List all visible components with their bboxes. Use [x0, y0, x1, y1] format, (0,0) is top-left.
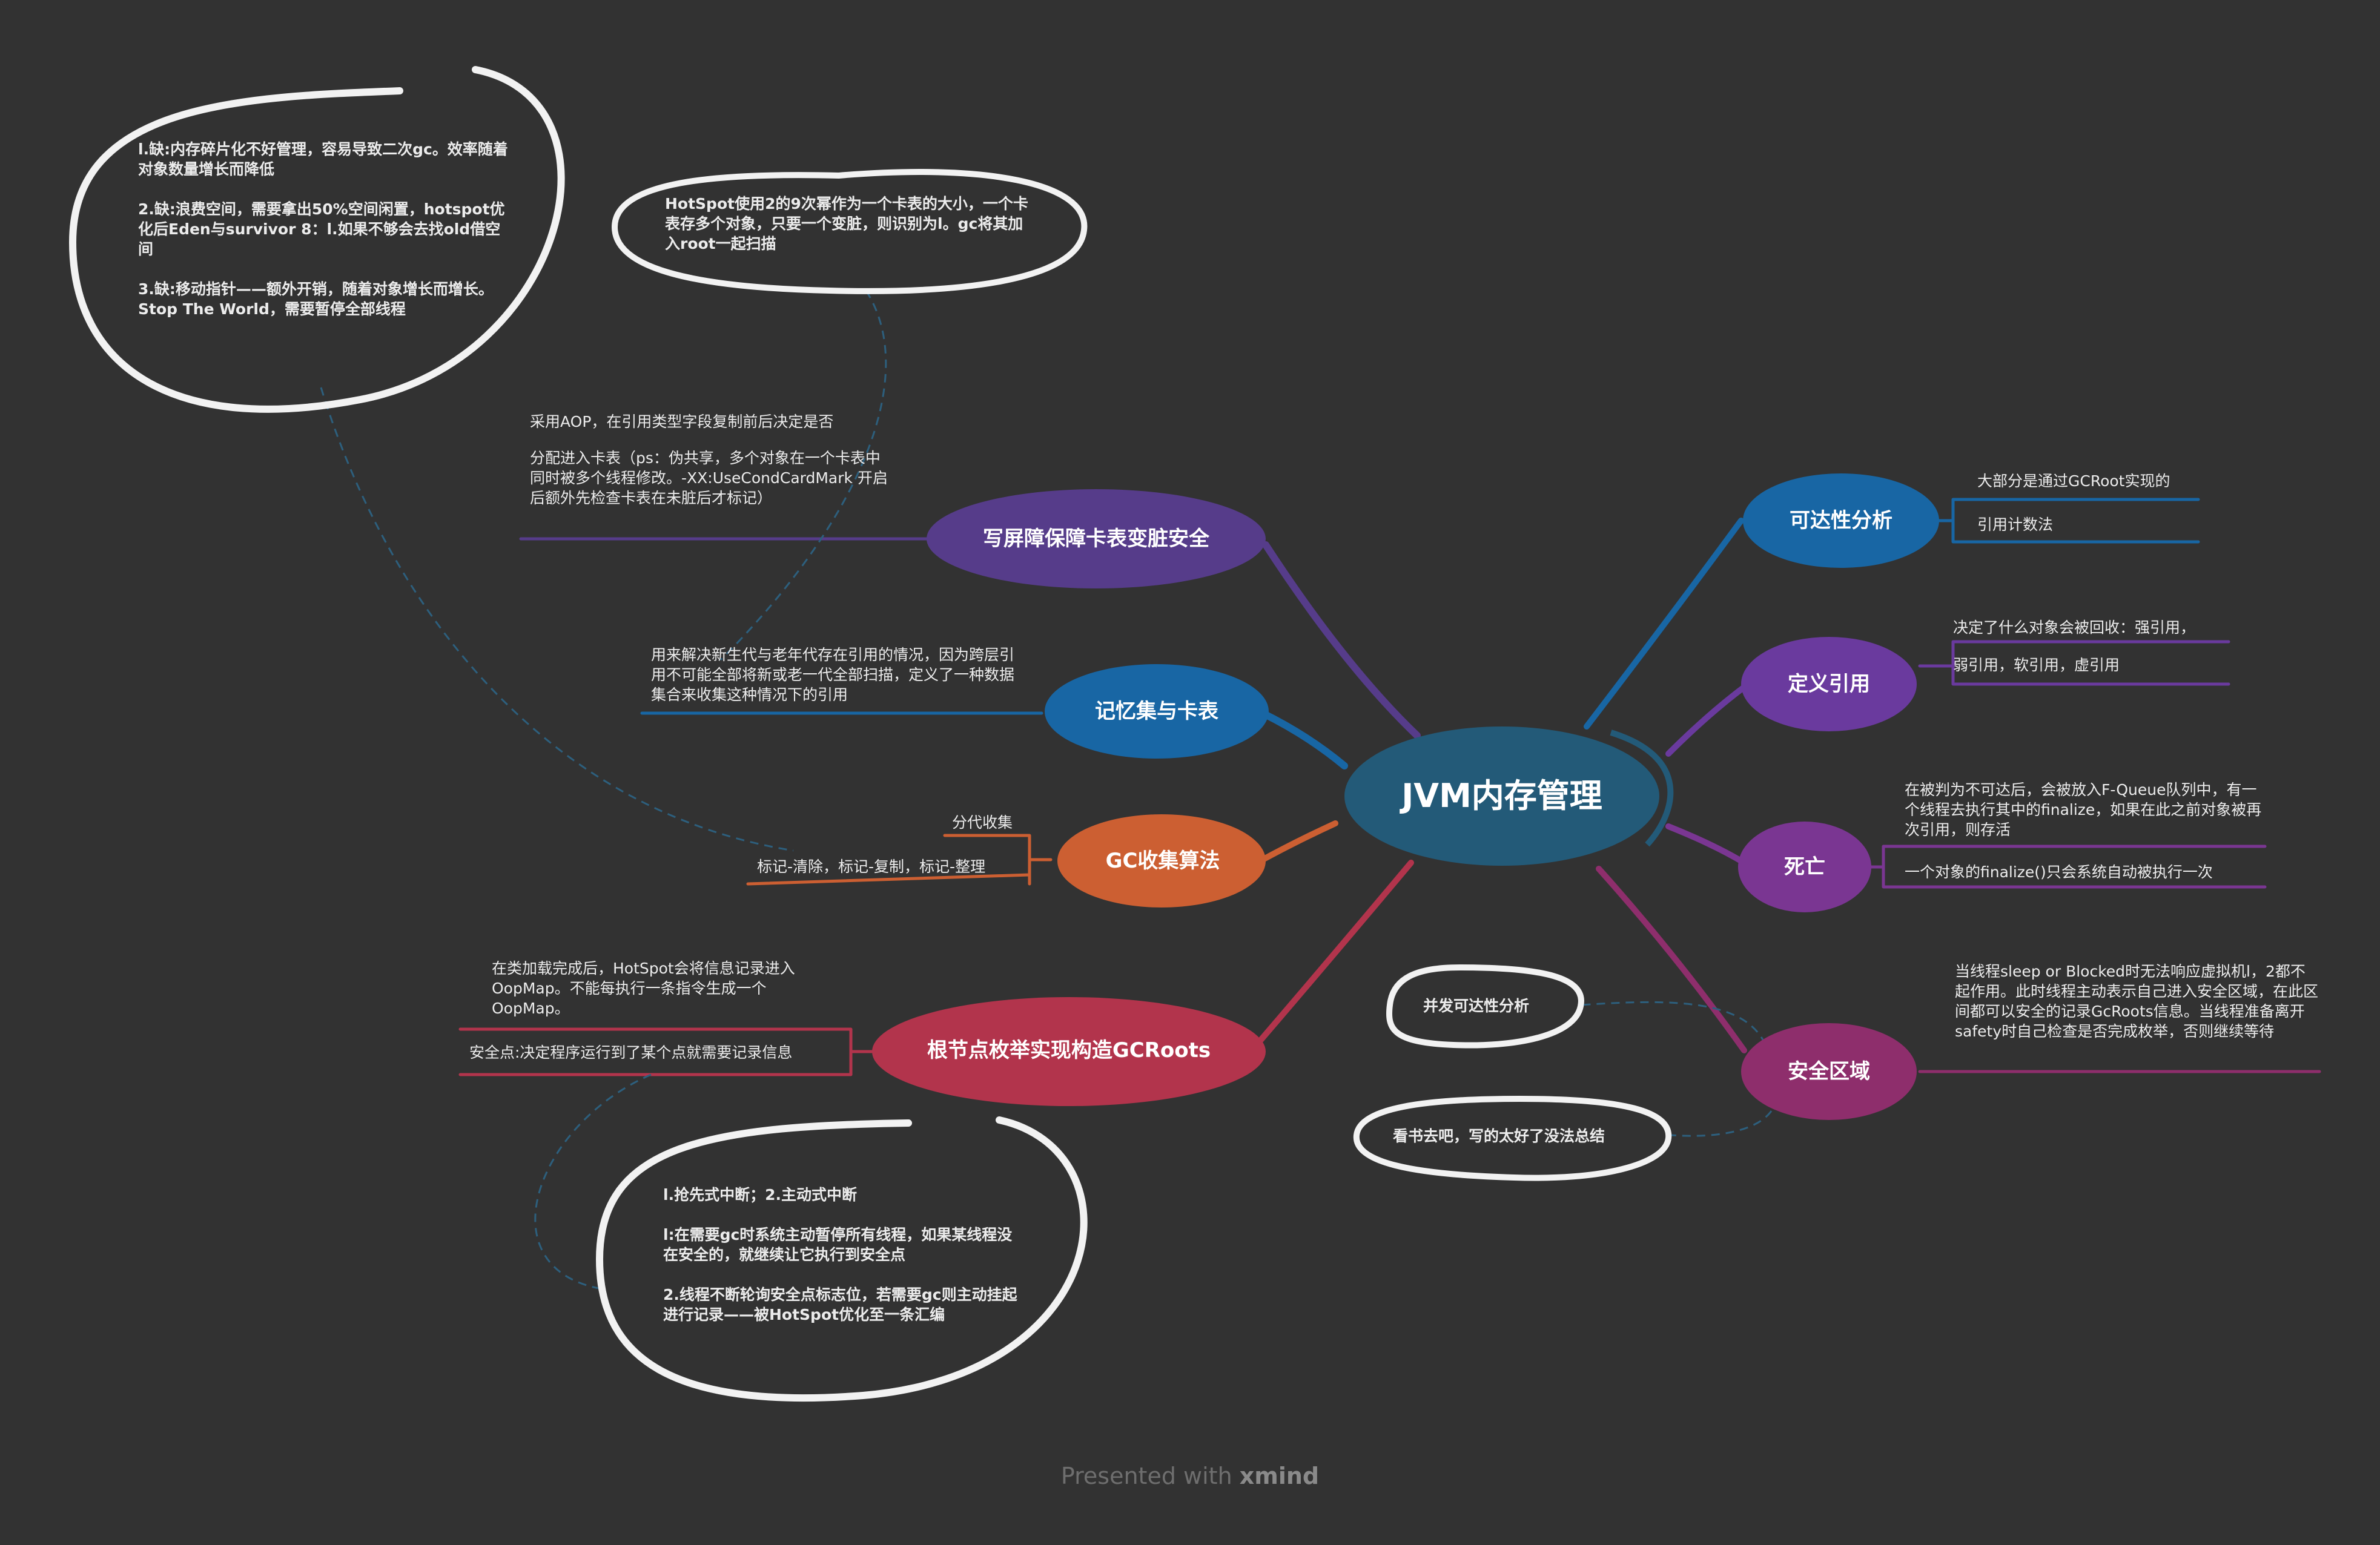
safe-region-label: 安全区域 [1788, 1059, 1870, 1084]
death-label: 死亡 [1784, 855, 1825, 879]
branch-gc-roots [1257, 860, 1414, 1044]
reference-child-strong: 决定了什么对象会被回收：强引用， [1953, 619, 2196, 636]
gc-roots-shape[interactable] [872, 997, 1266, 1106]
remembered-set-detail: 用来解决新生代与老年代存在引用的情况，因为跨层引用不可能全部将新或老一代全部扫描… [651, 646, 1015, 703]
gc-algorithm-shape[interactable] [1057, 814, 1266, 908]
safe-region-shape[interactable] [1741, 1023, 1917, 1120]
reachability-label: 可达性分析 [1790, 509, 1892, 533]
note-interrupt-voluntary: 2.线程不断轮询安全点标志位，若需要gc则主动挂起进行记录——被HotSpot优… [663, 1286, 1017, 1323]
safe-region-detail: 当线程sleep or Blocked时无法响应虚拟机l，2都不起作用。此时线程… [1955, 963, 2319, 1040]
death-shape[interactable] [1738, 822, 1871, 912]
note-outline-gc-cons [68, 66, 565, 413]
note-outline-hotspot-card [611, 169, 1088, 294]
gc-roots-label: 根节点枚举实现构造GCRoots [927, 1038, 1211, 1062]
note-interrupt: l.抢先式中断；2.主动式中断 l:在需要gc时系统主动暂停所有线程，如果某线程… [663, 1185, 1026, 1325]
reference-child-weak-soft-phantom: 弱引用，软引用，虚引用 [1953, 656, 2120, 674]
gc-roots-detail-safepoint: 安全点:决定程序运行到了某个点就需要记录信息 [469, 1044, 793, 1061]
branch-death [1665, 823, 1747, 866]
footer-brand: xmind [1239, 1463, 1320, 1489]
gc-algorithm-child-generational: 分代收集 [952, 814, 1013, 831]
sub-branch-lines [458, 498, 2321, 1076]
note-outline-read-book [1353, 1095, 1672, 1181]
underline-gc-roots [458, 1027, 874, 1076]
center-node-accent [1610, 730, 1674, 847]
footer-prefix: Presented with [1060, 1463, 1240, 1489]
reachability-shape[interactable] [1743, 473, 1939, 568]
note-read-book-text: 看书去吧，写的太好了没法总结 [1393, 1127, 1605, 1145]
underline-gc-algorithm [746, 834, 1053, 886]
write-barrier-label: 写屏障保障卡表变脏安全 [983, 527, 1209, 551]
footer-presented-with: Presented with xmind [0, 1463, 2380, 1489]
relation-safe-region-to-read-book [1671, 1110, 1773, 1137]
note-gc-cons-move-pointer: 3.缺:移动指针——额外开销，随着对象增长而增长。Stop The World，… [138, 280, 494, 318]
branch-gc-algorithm [1260, 820, 1338, 863]
note-concurrent: 并发可达性分析 [1423, 996, 1568, 1016]
branch-reachability [1584, 518, 1744, 730]
remembered-set-shape[interactable] [1045, 664, 1269, 759]
dashed-relations [320, 290, 1773, 1291]
note-interrupt-preemptive: l:在需要gc时系统主动暂停所有线程，如果某线程没在安全的，就继续让它执行到安全… [663, 1226, 1013, 1263]
branch-write-barrier [1262, 541, 1421, 739]
death-child-finalize-once: 一个对象的finalize()只会系统自动被执行一次 [1905, 863, 2213, 881]
gc-roots-detail-oopmap: 在类加载完成后，HotSpot会将信息记录进入OopMap。不能每执行一条指令生… [492, 960, 795, 1017]
note-outlines [68, 66, 1672, 1402]
reachability-child-gcroot: 大部分是通过GCRoot实现的 [1977, 472, 2170, 490]
center-node-shape[interactable] [1344, 726, 1659, 866]
underline-reachability [1930, 498, 2200, 544]
reference-shape[interactable] [1741, 637, 1917, 731]
death-child-fqueue: 在被判为不可达后，会被放入F-Queue队列中，有一个线程去执行其中的final… [1905, 781, 2262, 838]
underline-death [1854, 845, 2267, 889]
branch-safe-region [1596, 866, 1747, 1053]
topic-shapes [872, 473, 1939, 1120]
note-gc-cons-waste-space: 2.缺:浪费空间，需要拿出50%空间闲置，hotspot优化后Eden与surv… [138, 200, 505, 258]
note-gc-cons: l.缺:内存碎片化不好管理，容易导致二次gc。效率随着对象数量增长而降低 2.缺… [138, 139, 514, 319]
note-gc-cons-fragmentation: l.缺:内存碎片化不好管理，容易导致二次gc。效率随着对象数量增长而降低 [138, 140, 508, 178]
note-hotspot-card-text: HotSpot使用2的9次幂作为一个卡表的大小，一个卡表存多个对象，只要一个变脏… [665, 195, 1028, 252]
remembered-set-label: 记忆集与卡表 [1095, 699, 1218, 723]
note-concurrent-text: 并发可达性分析 [1423, 997, 1530, 1015]
note-outline-interrupt [595, 1116, 1088, 1402]
gc-algorithm-child-mark-algorithms: 标记-清除，标记-复制，标记-整理 [757, 858, 986, 875]
relation-hotspot-to-write-barrier [719, 290, 887, 661]
write-barrier-shape[interactable] [927, 489, 1266, 588]
reachability-child-refcount: 引用计数法 [1977, 516, 2054, 533]
branch-lines [1257, 518, 1747, 1053]
relation-gc-roots-to-interrupt [534, 1073, 652, 1291]
note-read-book: 看书去吧，写的太好了没法总结 [1393, 1126, 1659, 1146]
gc-algorithm-label: GC收集算法 [1105, 849, 1220, 873]
write-barrier-detail-2: 分配进入卡表（ps：伪共享，多个对象在一个卡表中同时被多个线程修改。-XX:Us… [530, 449, 888, 507]
write-barrier-detail-1: 采用AOP，在引用类型字段复制前后决定是否 [530, 413, 834, 430]
branch-remembered-set [1259, 710, 1348, 769]
reference-label: 定义引用 [1788, 672, 1870, 696]
underline-reference [1918, 640, 2230, 686]
note-outline-concurrent [1386, 964, 1584, 1049]
note-hotspot-card: HotSpot使用2的9次幂作为一个卡表的大小，一个卡表存多个对象，只要一个变脏… [665, 194, 1034, 254]
center-node-label: JVM内存管理 [1401, 777, 1602, 815]
relation-safe-region-to-concurrent [1580, 1001, 1767, 1045]
note-interrupt-types: l.抢先式中断；2.主动式中断 [663, 1186, 857, 1204]
branch-reference [1665, 684, 1747, 757]
